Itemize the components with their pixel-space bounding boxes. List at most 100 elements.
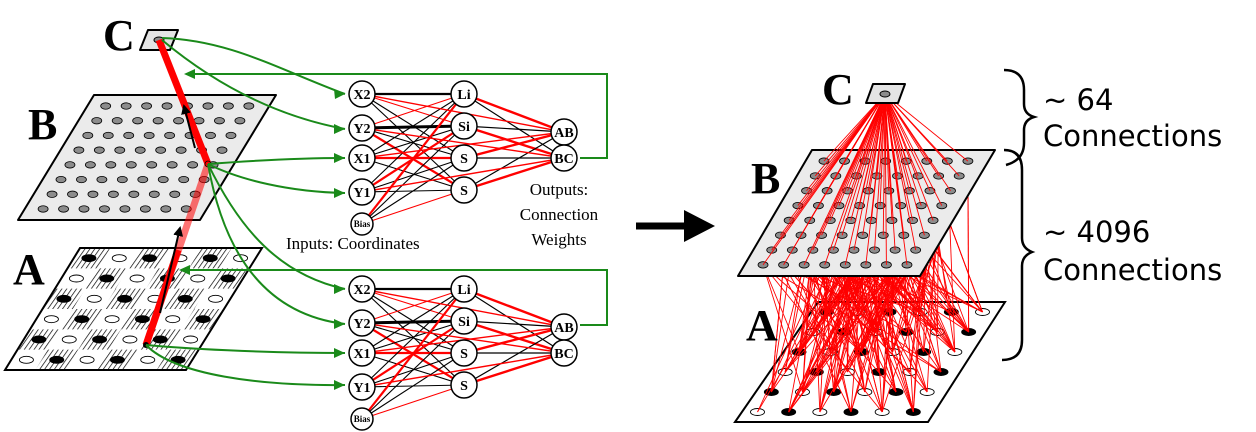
cppn-edge bbox=[361, 93, 465, 127]
cppn-edge bbox=[361, 384, 465, 420]
neuron-a-3-1 bbox=[74, 315, 90, 324]
cppn-node-label: Si bbox=[458, 315, 470, 330]
neuron-b-6-3 bbox=[107, 190, 119, 198]
layer-label-b: B bbox=[28, 100, 57, 149]
connection-line bbox=[819, 264, 867, 413]
connection-line bbox=[762, 264, 942, 373]
neuron-b-6-5 bbox=[148, 190, 160, 198]
neuron-b-7-4 bbox=[119, 205, 131, 213]
cppn-node-label: Y1 bbox=[353, 381, 370, 396]
cppn-hidden-node-li: Li bbox=[450, 275, 478, 303]
cppn-outputs-node-bc: BC bbox=[550, 339, 578, 367]
neuron-a-4-0 bbox=[31, 335, 47, 344]
connection-line bbox=[884, 93, 951, 192]
cppn-node-label: Li bbox=[457, 88, 470, 103]
cppn-node-label: Y1 bbox=[353, 186, 370, 201]
connection-line bbox=[832, 93, 886, 251]
cppn-edge bbox=[463, 156, 565, 192]
cppn-edge bbox=[463, 125, 565, 133]
feedback-ab-to-a bbox=[181, 269, 608, 326]
cppn-edge bbox=[361, 125, 465, 225]
cppn-edge bbox=[361, 127, 565, 159]
neuron-b-0-2 bbox=[141, 102, 152, 110]
curve-b-to-x2-lower bbox=[207, 163, 346, 290]
connection-line bbox=[823, 93, 886, 162]
connection-line bbox=[884, 93, 934, 221]
cppn-hidden-node-si: Si bbox=[450, 307, 478, 335]
annotation-64-line-1: ~ 64 bbox=[1043, 83, 1113, 117]
cppn-node-label: Y2 bbox=[353, 317, 370, 332]
neuron-a-0-1 bbox=[111, 254, 127, 263]
connection-line bbox=[884, 93, 922, 206]
cppn-outputs-node-ab: AB bbox=[550, 313, 578, 341]
connections-b-c-right bbox=[762, 93, 969, 266]
substrate-a-left bbox=[3, 247, 264, 371]
neuron-a-2-2 bbox=[117, 294, 133, 303]
brace-64 bbox=[1003, 68, 1039, 167]
neuron-a-3-3 bbox=[134, 315, 150, 324]
neuron-b-4-2 bbox=[105, 161, 117, 169]
cppn-node-label: Li bbox=[457, 283, 470, 298]
query-curves bbox=[145, 37, 608, 387]
neuron-b-0-1 bbox=[120, 102, 132, 110]
neuron-b-1-1 bbox=[111, 117, 123, 125]
connection-line bbox=[824, 93, 886, 266]
cppn-edge bbox=[361, 288, 465, 420]
neuron-b-4-5 bbox=[166, 161, 178, 169]
cppn-edge bbox=[463, 287, 565, 329]
neuron-b-2-0 bbox=[82, 131, 94, 140]
neuron-b-6-4 bbox=[128, 190, 140, 198]
neuron-b-1-0 bbox=[91, 117, 103, 125]
cppn-edge bbox=[361, 125, 465, 159]
neuron-a-3-4 bbox=[165, 315, 181, 324]
connection-line bbox=[884, 93, 917, 251]
neuron-a-2-0 bbox=[56, 294, 72, 303]
connection-line bbox=[865, 264, 897, 393]
cppn-edge bbox=[463, 325, 565, 355]
neuron-b-6-2 bbox=[87, 190, 99, 198]
neuron-a-1-2 bbox=[129, 274, 145, 283]
cppn-edge bbox=[463, 351, 565, 387]
neuron-b-5-2 bbox=[96, 175, 108, 184]
neuron-b-7-6 bbox=[160, 205, 172, 213]
layer-label-a: A bbox=[13, 245, 45, 294]
connection-line bbox=[874, 249, 914, 413]
neuron-b-2-1 bbox=[102, 131, 114, 140]
neuron-a-2-5 bbox=[208, 294, 224, 303]
neuron-a-4-1 bbox=[61, 335, 77, 344]
neuron-b-3-7 bbox=[216, 146, 228, 154]
cppn-edge bbox=[361, 288, 465, 354]
cppn-edge bbox=[361, 288, 465, 322]
neuron-b-0-0 bbox=[100, 102, 112, 110]
cppn-inputs-node-y2: Y2 bbox=[348, 309, 376, 337]
neuron-b-7-3 bbox=[99, 205, 110, 213]
cppn-edge bbox=[361, 320, 465, 354]
cppn-edge bbox=[463, 92, 565, 134]
cppn-inputs-node-y1: Y1 bbox=[348, 178, 376, 206]
cppn-edge bbox=[361, 352, 565, 388]
green-arrowheads bbox=[179, 69, 345, 390]
neuron-b-4-0 bbox=[64, 161, 76, 169]
neuron-b-7-0 bbox=[37, 205, 49, 213]
cppn-inputs-node-bias: Bias bbox=[350, 212, 374, 236]
cppn-edges bbox=[361, 92, 565, 225]
neuron-a-5-0 bbox=[18, 355, 34, 364]
layer-label-c: C bbox=[103, 11, 135, 60]
neuron-b-3-2 bbox=[114, 146, 126, 154]
neuron-a-1-0 bbox=[68, 274, 84, 283]
cppn-node-label: X1 bbox=[353, 347, 370, 362]
neuron-b-1-2 bbox=[132, 117, 144, 125]
connection-line bbox=[762, 93, 886, 266]
neuron-b-4-1 bbox=[84, 161, 96, 169]
right-panel: C B A ~ 64 Connections ~ 4096 Connection… bbox=[733, 65, 1222, 423]
connection-line bbox=[865, 93, 886, 265]
neuron-b-2-3 bbox=[143, 131, 155, 140]
cppn-hidden-node-si: Si bbox=[450, 112, 478, 140]
neuron-a-3-5 bbox=[195, 315, 211, 324]
connection-line bbox=[882, 93, 886, 236]
cppn-hidden-node-s: S bbox=[450, 144, 478, 172]
neuron-a-2-4 bbox=[177, 294, 193, 303]
